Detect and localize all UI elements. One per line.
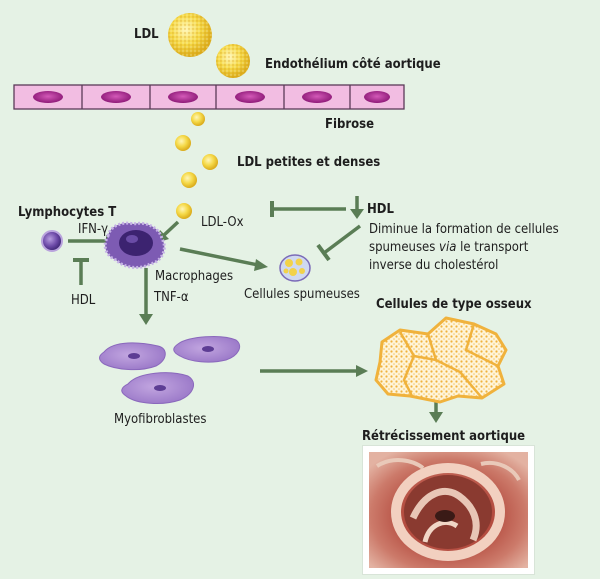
label-ldl: LDL: [134, 27, 159, 42]
label-endothelium: Endothélium côté aortique: [265, 57, 441, 72]
foam-cell: [279, 254, 311, 282]
label-hdl-description-part: le transport: [456, 240, 529, 255]
label-tnf-alpha: TNF-α: [154, 290, 189, 305]
arrow-macrophage-to-myofibroblasts: [139, 268, 153, 325]
label-aortic-stenosis: Rétrécissement aortique: [362, 429, 526, 444]
macrophage-cell: [103, 221, 166, 269]
inhibitor-hdl-foam-cells: [316, 224, 362, 262]
label-myofibroblasts: Myofibroblastes: [114, 412, 207, 427]
aortic-stenosis-photo-frame: [363, 446, 534, 574]
label-hdl-description-line1: Diminue la formation de cellules: [369, 222, 559, 237]
ldl-particle-entering: [216, 44, 250, 78]
label-hdl-description-line2: spumeuses via le transport: [369, 240, 528, 256]
label-hdl-description-line3: inverse du cholestérol: [369, 258, 499, 273]
ldl-small-dense-particles: [175, 112, 218, 219]
label-lymphocytes-t: Lymphocytes T: [18, 205, 117, 220]
label-foam-cells: Cellules spumeuses: [244, 287, 360, 302]
arrow-bone-cells-to-stenosis: [429, 402, 443, 423]
inhibitor-hdl-lymphocyte: [73, 258, 89, 285]
lymphocyte-t-cell: [41, 230, 63, 252]
label-hdl-left: HDL: [71, 293, 96, 308]
myofibroblast-cells: [99, 336, 241, 404]
arrow-hdl-down: [350, 196, 364, 219]
label-fibrose: Fibrose: [325, 117, 375, 132]
label-macrophages: Macrophages: [155, 269, 234, 284]
label-ldl-ox: LDL-Ox: [201, 215, 244, 230]
label-hdl-description-italic: via: [439, 240, 457, 255]
inhibitor-hdl-ldlox: [270, 201, 346, 217]
bone-like-cells: [374, 316, 508, 404]
label-ifn-gamma: IFN-γ: [78, 222, 109, 237]
ldl-particle-top: [168, 13, 212, 57]
label-bone-cells: Cellules de type osseux: [376, 297, 532, 312]
label-hdl-description-part: spumeuses: [369, 240, 440, 255]
arrow-macrophage-to-foam-cells: [179, 247, 268, 271]
aortic-stenosis-photo: [369, 452, 528, 568]
arrow-myofibroblasts-to-bone-cells: [260, 365, 368, 377]
label-hdl-right: HDL: [367, 202, 394, 217]
endothelium-layer: [13, 84, 405, 110]
label-ldl-small-dense: LDL petites et denses: [237, 155, 381, 170]
